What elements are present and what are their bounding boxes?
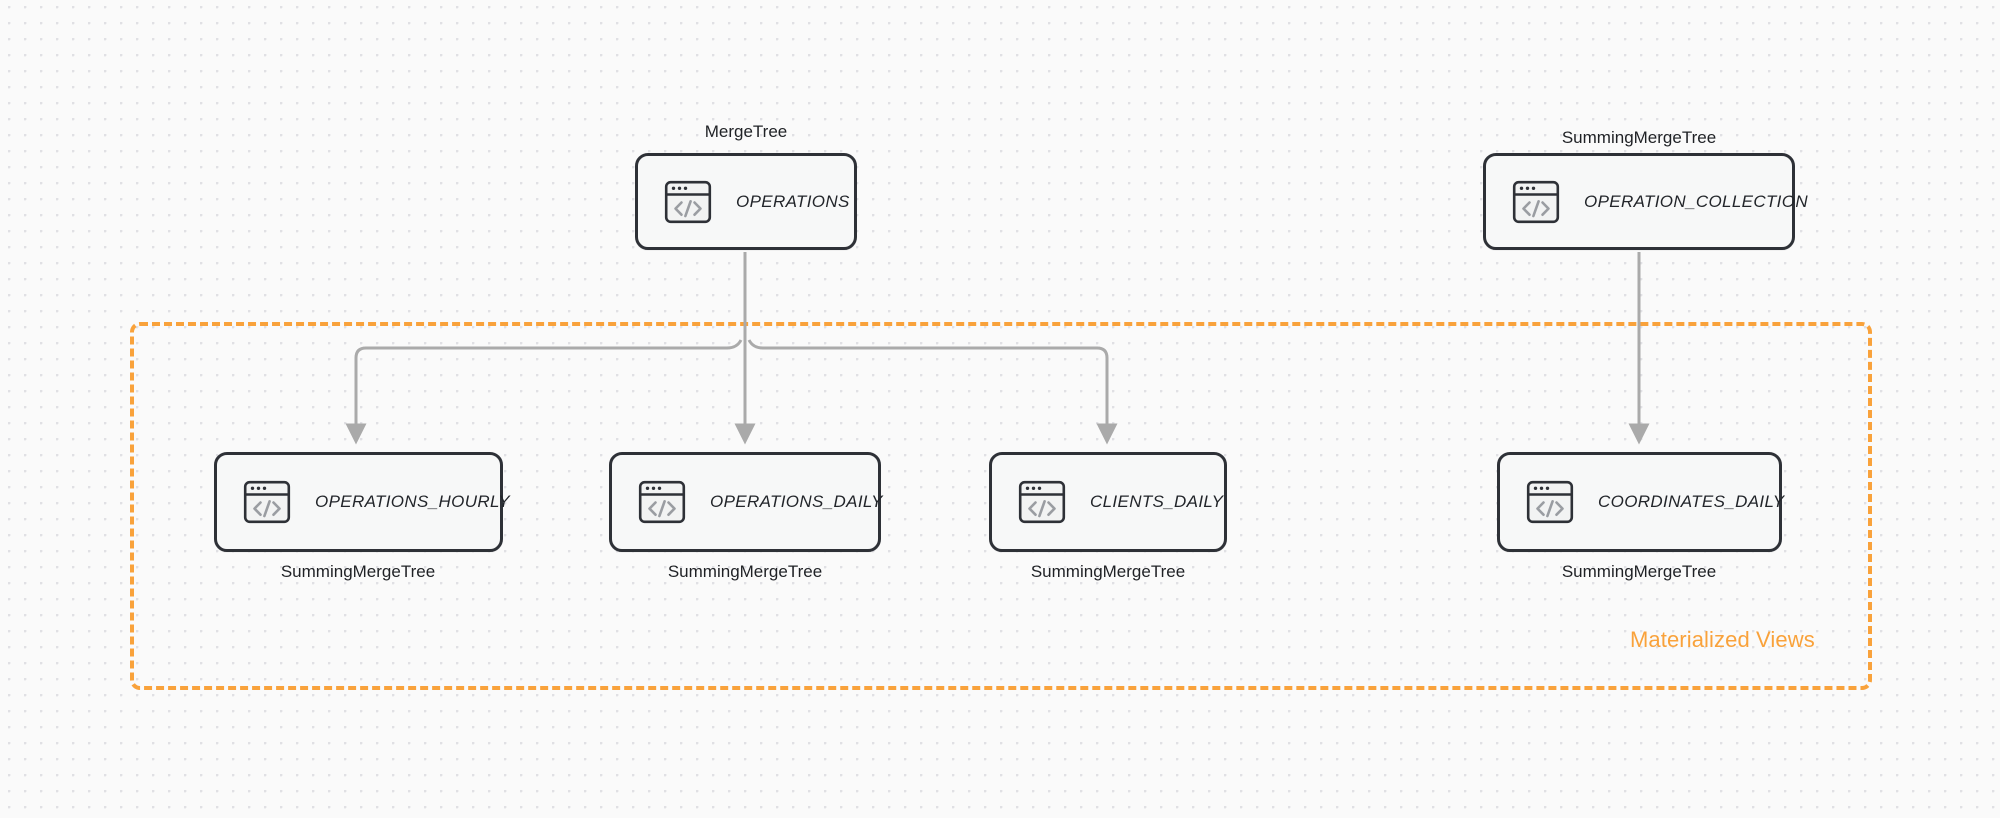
code-window-icon [1018,480,1066,524]
engine-caption-clients_daily: SummingMergeTree [1030,562,1186,581]
node-label: CLIENTS_DAILY [1090,492,1224,511]
code-window-icon [1512,180,1560,223]
node-operations[interactable]: OPERATIONS [635,153,857,250]
node-label: OPERATION_COLLECTION [1584,191,1808,211]
engine-caption-operations_daily: SummingMergeTree [667,562,823,581]
engine-caption-operations_hourly: SummingMergeTree [280,562,436,581]
engine-caption-operation_collection: SummingMergeTree [1561,128,1717,147]
materialized-views-group[interactable] [130,322,1872,690]
node-operation_collection[interactable]: OPERATION_COLLECTION [1483,153,1808,250]
node-label: OPERATIONS [736,191,850,211]
node-label: OPERATIONS_DAILY [710,492,883,511]
engine-caption-operations: MergeTree [704,122,788,141]
node-operations_daily[interactable]: OPERATIONS_DAILY [609,452,883,552]
code-window-icon [243,480,291,524]
code-window-icon [638,480,686,524]
materialized-views-label: Materialized Views [1630,627,1815,652]
node-operations_hourly[interactable]: OPERATIONS_HOURLY [214,452,510,552]
node-label: COORDINATES_DAILY [1598,492,1785,511]
node-clients_daily[interactable]: CLIENTS_DAILY [989,452,1227,552]
engine-caption-coordinates_daily: SummingMergeTree [1561,562,1717,581]
node-coordinates_daily[interactable]: COORDINATES_DAILY [1497,452,1785,552]
code-window-icon [664,180,712,223]
code-window-icon [1526,480,1574,524]
node-label: OPERATIONS_HOURLY [315,492,510,511]
